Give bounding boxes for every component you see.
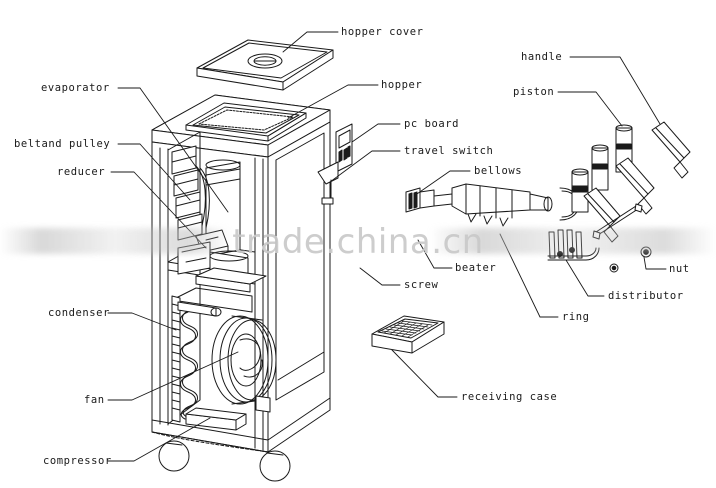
label-distributor: distributor <box>608 290 684 302</box>
fan-part <box>211 315 277 405</box>
label-piston: piston <box>513 86 555 98</box>
label-reducer: reducer <box>57 166 106 178</box>
label-condenser: condenser <box>48 307 110 319</box>
caster-wheels-part <box>151 431 291 482</box>
label-ring: ring <box>562 311 590 323</box>
piston-handle-cluster-part <box>571 121 691 243</box>
label-evaporator: evaporator <box>41 82 110 94</box>
label-travel-switch: travel switch <box>404 145 494 157</box>
label-receiving-case: receiving case <box>461 391 558 403</box>
label-compressor: compressor <box>43 455 112 467</box>
label-fan: fan <box>84 394 105 406</box>
receiving-case-part <box>371 315 445 354</box>
compressor-part <box>185 395 271 431</box>
control-panel-part <box>335 123 353 173</box>
dispense-spout-part <box>317 161 339 205</box>
leader-lines <box>107 31 667 462</box>
label-hopper-cover: hopper cover <box>341 26 424 38</box>
label-beater: beater <box>455 262 497 274</box>
distributor-part <box>547 229 600 261</box>
label-nut: nut <box>669 263 690 275</box>
label-pc-board: pc board <box>404 118 459 130</box>
beater-assembly-part <box>405 183 580 227</box>
label-bellows: bellows <box>474 165 523 177</box>
hopper-cover-part <box>196 39 334 91</box>
label-beltand-pulley: beltand pulley <box>14 138 111 150</box>
condenser-part <box>171 295 222 423</box>
label-handle: handle <box>521 51 563 63</box>
label-screw: screw <box>404 279 439 291</box>
label-hopper: hopper <box>381 79 423 91</box>
